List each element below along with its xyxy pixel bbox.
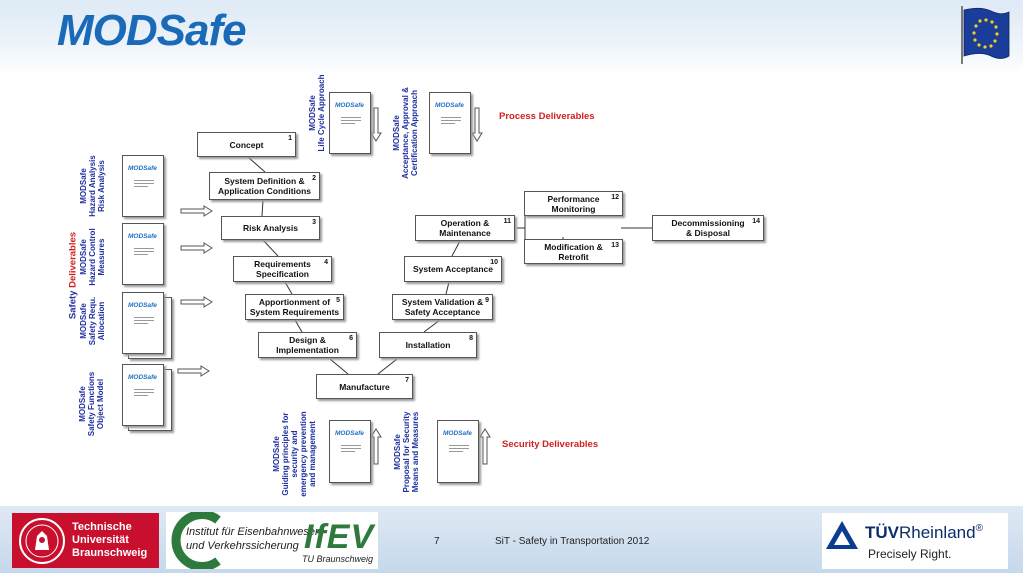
slide-header [0,0,1023,75]
phase-number: 12 [611,194,619,201]
document-title: MODSafe [443,430,472,437]
tuv-rheinland-logo: TÜVRheinland® Precisely Right. [822,513,1008,569]
document-title: MODSafe [335,430,364,437]
phase-decommissioning-disposal: Decommissioning & Disposal 14 [652,215,764,241]
deliverable-document: MODSafe [122,155,164,217]
eu-flag-icon [961,6,1010,64]
phase-label: Concept [229,139,264,150]
phase-label: Manufacture [339,381,390,392]
phase-number: 5 [336,297,340,304]
tu-seal-icon [19,518,65,564]
phase-label: Modification & Retrofit [544,241,603,262]
phase-requirements-specification: Requirements Specification 4 [233,256,332,282]
slide-title: MODSafe [57,6,247,55]
document-title: MODSafe [335,102,364,109]
vcycle-connectors [177,107,652,465]
phase-number: 3 [312,219,316,226]
document-title: MODSafe [128,233,157,240]
phase-system-acceptance: System Acceptance 10 [404,256,502,282]
phase-risk-analysis: Risk Analysis 3 [221,216,320,240]
phase-system-definition: System Definition & Application Conditio… [209,172,320,200]
ifev-institute-line: Institut für Eisenbahnwesen [186,526,322,538]
tu-name-line: Technische [72,521,132,533]
ifev-logo: Institut für Eisenbahnwesen und Verkehrs… [166,512,378,569]
document-title: MODSafe [435,102,464,109]
phase-manufacture: Manufacture 7 [316,374,413,399]
tuv-tagline: Precisely Right. [868,547,952,561]
phase-number: 10 [490,259,498,266]
page-number: 7 [434,536,440,547]
deliverable-document: MODSafe [429,92,471,154]
phase-number: 11 [503,218,511,225]
deliverable-document: MODSafe [437,420,479,483]
phase-number: 9 [485,297,489,304]
phase-label: Apportionment of System Requirements [249,297,340,317]
phase-number: 14 [752,218,760,225]
phase-number: 7 [405,377,409,384]
phase-label: Decommissioning & Disposal [671,218,745,238]
document-title: MODSafe [128,374,157,381]
deliverable-document: MODSafe [122,364,164,426]
phase-label: Installation [405,340,451,350]
phase-label: System Validation & Safety Acceptance [401,297,484,317]
deliverable-document: MODSafe [122,223,164,285]
security-deliverables-title: Security Deliverables [502,439,599,450]
phase-system-validation: System Validation & Safety Acceptance 9 [392,294,493,320]
phase-concept: Concept 1 [197,132,296,157]
phase-label: Operation & Maintenance [439,218,491,238]
phase-performance-monitoring: Performance Monitoring 12 [524,191,623,216]
phase-label: Performance Monitoring [547,193,600,214]
document-title: MODSafe [128,165,157,172]
tuv-triangle-icon [826,521,858,549]
phase-number: 2 [312,175,316,182]
ifev-institute-line: und Verkehrssicherung [186,540,299,552]
ifev-arc-icon [171,512,221,569]
deliverable-document: MODSafe [329,92,371,154]
phase-label: Requirements Specification [254,259,311,279]
footer-caption: SiT - Safety in Transportation 2012 [495,536,650,547]
phase-number: 1 [288,135,292,142]
ifev-sub: TU Braunschweig [302,554,374,564]
safety-deliverables-title: Safety Deliverables [67,231,79,320]
phase-modification-retrofit: Modification & Retrofit 13 [524,239,623,264]
tu-braunschweig-logo: Technische Universität Braunschweig [12,513,159,568]
ifev-mark: IfEV [304,518,375,556]
phase-number: 6 [349,335,353,342]
deliverable-document: MODSafe [122,292,164,354]
deliverable-document: MODSafe [329,420,371,483]
tuv-brand: TÜVRheinland® [865,523,983,542]
phase-installation: Installation 8 [379,332,477,358]
phase-number: 13 [611,242,619,249]
phase-label: System Definition & Application Conditio… [217,176,312,196]
phase-label: Design & Implementation [276,335,339,355]
phase-design-implementation: Design & Implementation 6 [258,332,357,358]
phase-operation-maintenance: Operation & Maintenance 11 [415,215,515,241]
phase-number: 4 [324,259,328,266]
phase-label: System Acceptance [412,264,493,274]
phase-apportionment: Apportionment of System Requirements 5 [245,294,344,320]
tu-name-line: Universität [72,534,129,546]
process-deliverables-title: Process Deliverables [499,111,595,122]
phase-number: 8 [469,335,473,342]
document-title: MODSafe [128,302,157,309]
tu-name-line: Braunschweig [72,547,148,559]
phase-label: Risk Analysis [243,223,298,233]
